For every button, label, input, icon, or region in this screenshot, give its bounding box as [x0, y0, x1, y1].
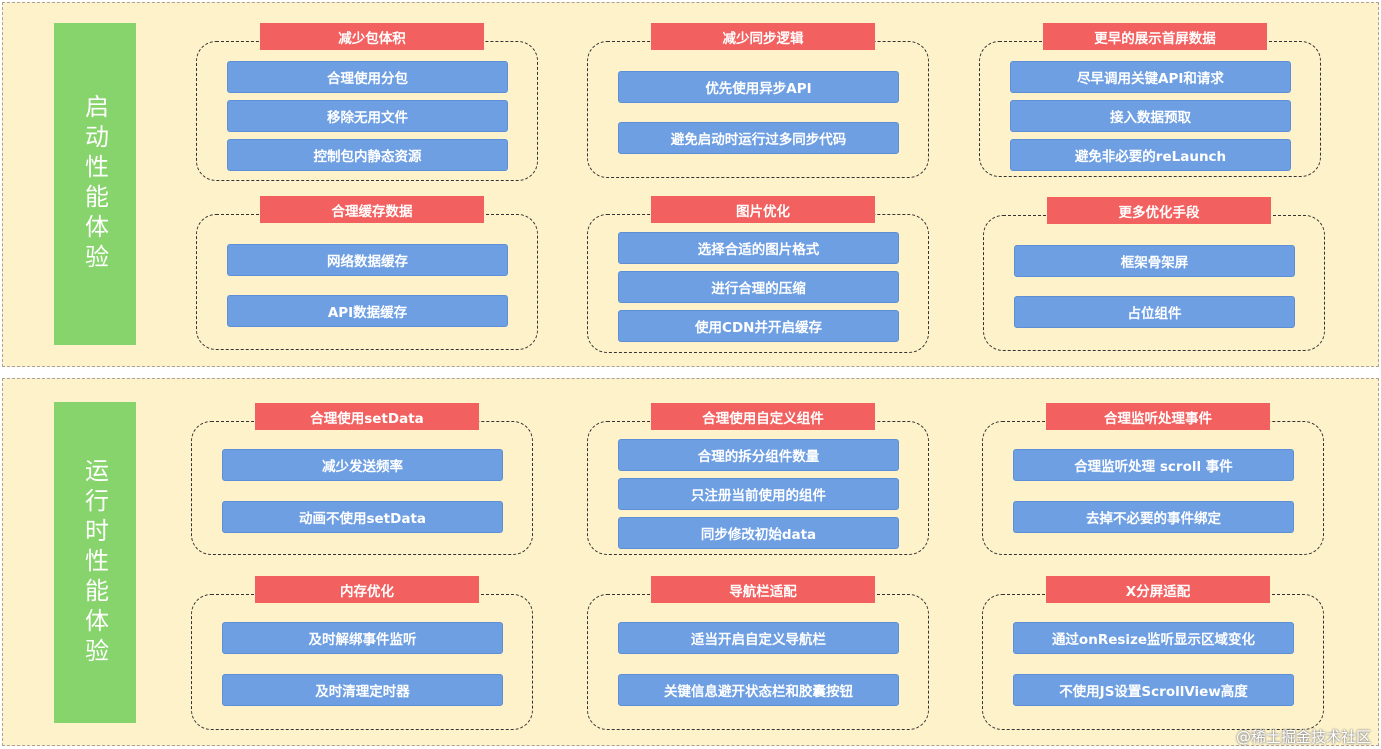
- group-item: 优先使用异步API: [618, 71, 899, 103]
- group-item: 使用CDN并开启缓存: [618, 310, 899, 342]
- group-item: 避免非必要的reLaunch: [1010, 139, 1291, 171]
- group-frame: [196, 214, 538, 350]
- group-item: 合理监听处理 scroll 事件: [1013, 449, 1294, 481]
- group-frame: [191, 594, 533, 730]
- section-label-text: 运行时性能体验: [80, 457, 109, 668]
- group-item: 适当开启自定义导航栏: [618, 622, 899, 654]
- group-item: 关键信息避开状态栏和胶囊按钮: [618, 674, 899, 706]
- group-frame: [191, 421, 533, 555]
- group-event-handling: 合理监听处理事件 合理监听处理 scroll 事件 去掉不必要的事件绑定: [982, 403, 1324, 563]
- group-frame: [587, 594, 929, 730]
- group-item: 避免启动时运行过多同步代码: [618, 122, 899, 154]
- group-title: 更多优化手段: [1047, 197, 1271, 224]
- group-item: 进行合理的压缩: [618, 271, 899, 303]
- section-label: 运行时性能体验: [54, 402, 136, 723]
- section-startup-performance: 启动性能体验 减少包体积 合理使用分包 移除无用文件 控制包内静态资源 减少同步…: [2, 2, 1379, 367]
- group-reduce-package-size: 减少包体积 合理使用分包 移除无用文件 控制包内静态资源: [196, 23, 538, 183]
- group-title: 减少包体积: [260, 23, 484, 50]
- watermark: @稀土掘金技术社区: [1235, 728, 1371, 746]
- group-item: 同步修改初始data: [618, 517, 899, 549]
- section-label-text: 启动性能体验: [80, 94, 109, 274]
- group-custom-components: 合理使用自定义组件 合理的拆分组件数量 只注册当前使用的组件 同步修改初始dat…: [587, 403, 929, 563]
- group-item: 及时清理定时器: [222, 674, 503, 706]
- group-item: 不使用JS设置ScrollView高度: [1013, 674, 1294, 706]
- group-title: 合理使用自定义组件: [651, 403, 875, 430]
- group-title: 图片优化: [651, 196, 875, 223]
- group-frame: [982, 594, 1324, 730]
- group-title: 内存优化: [255, 576, 479, 603]
- group-title: 减少同步逻辑: [651, 23, 875, 50]
- group-item: 控制包内静态资源: [227, 139, 508, 171]
- group-item: API数据缓存: [227, 295, 508, 327]
- group-item: 合理的拆分组件数量: [618, 439, 899, 471]
- group-item: 框架骨架屏: [1014, 245, 1295, 277]
- group-more-optimizations: 更多优化手段 框架骨架屏 占位组件: [983, 197, 1325, 357]
- section-runtime-performance: 运行时性能体验 合理使用setData 减少发送频率 动画不使用setData …: [2, 378, 1379, 746]
- group-split-screen-adaptation: X分屏适配 通过onResize监听显示区域变化 不使用JS设置ScrollVi…: [982, 576, 1324, 736]
- group-title: 导航栏适配: [651, 576, 875, 603]
- group-reasonable-cache: 合理缓存数据 网络数据缓存 API数据缓存: [196, 196, 538, 356]
- group-title: 合理使用setData: [255, 403, 479, 430]
- group-item: 接入数据预取: [1010, 100, 1291, 132]
- group-item: 移除无用文件: [227, 100, 508, 132]
- group-item: 尽早调用关键API和请求: [1010, 61, 1291, 93]
- group-reasonable-setdata: 合理使用setData 减少发送频率 动画不使用setData: [191, 403, 533, 563]
- group-item: 网络数据缓存: [227, 244, 508, 276]
- group-item: 合理使用分包: [227, 61, 508, 93]
- group-item: 减少发送频率: [222, 449, 503, 481]
- group-item: 选择合适的图片格式: [618, 232, 899, 264]
- group-memory-optimization: 内存优化 及时解绑事件监听 及时清理定时器: [191, 576, 533, 736]
- group-frame: [983, 215, 1325, 351]
- group-image-optimization: 图片优化 选择合适的图片格式 进行合理的压缩 使用CDN并开启缓存: [587, 196, 929, 356]
- group-title: 更早的展示首屏数据: [1043, 23, 1267, 50]
- group-frame: [982, 421, 1324, 555]
- group-item: 去掉不必要的事件绑定: [1013, 501, 1294, 533]
- group-title: 合理缓存数据: [260, 196, 484, 223]
- group-earlier-first-screen: 更早的展示首屏数据 尽早调用关键API和请求 接入数据预取 避免非必要的reLa…: [979, 23, 1321, 183]
- group-item: 占位组件: [1014, 296, 1295, 328]
- group-item: 动画不使用setData: [222, 501, 503, 533]
- group-item: 及时解绑事件监听: [222, 622, 503, 654]
- group-frame: [587, 41, 929, 178]
- group-title: 合理监听处理事件: [1046, 403, 1270, 430]
- group-item: 只注册当前使用的组件: [618, 478, 899, 510]
- group-title: X分屏适配: [1046, 576, 1270, 603]
- group-reduce-sync-logic: 减少同步逻辑 优先使用异步API 避免启动时运行过多同步代码: [587, 23, 929, 183]
- group-navbar-adaptation: 导航栏适配 适当开启自定义导航栏 关键信息避开状态栏和胶囊按钮: [587, 576, 929, 736]
- group-item: 通过onResize监听显示区域变化: [1013, 622, 1294, 654]
- section-label: 启动性能体验: [54, 23, 136, 345]
